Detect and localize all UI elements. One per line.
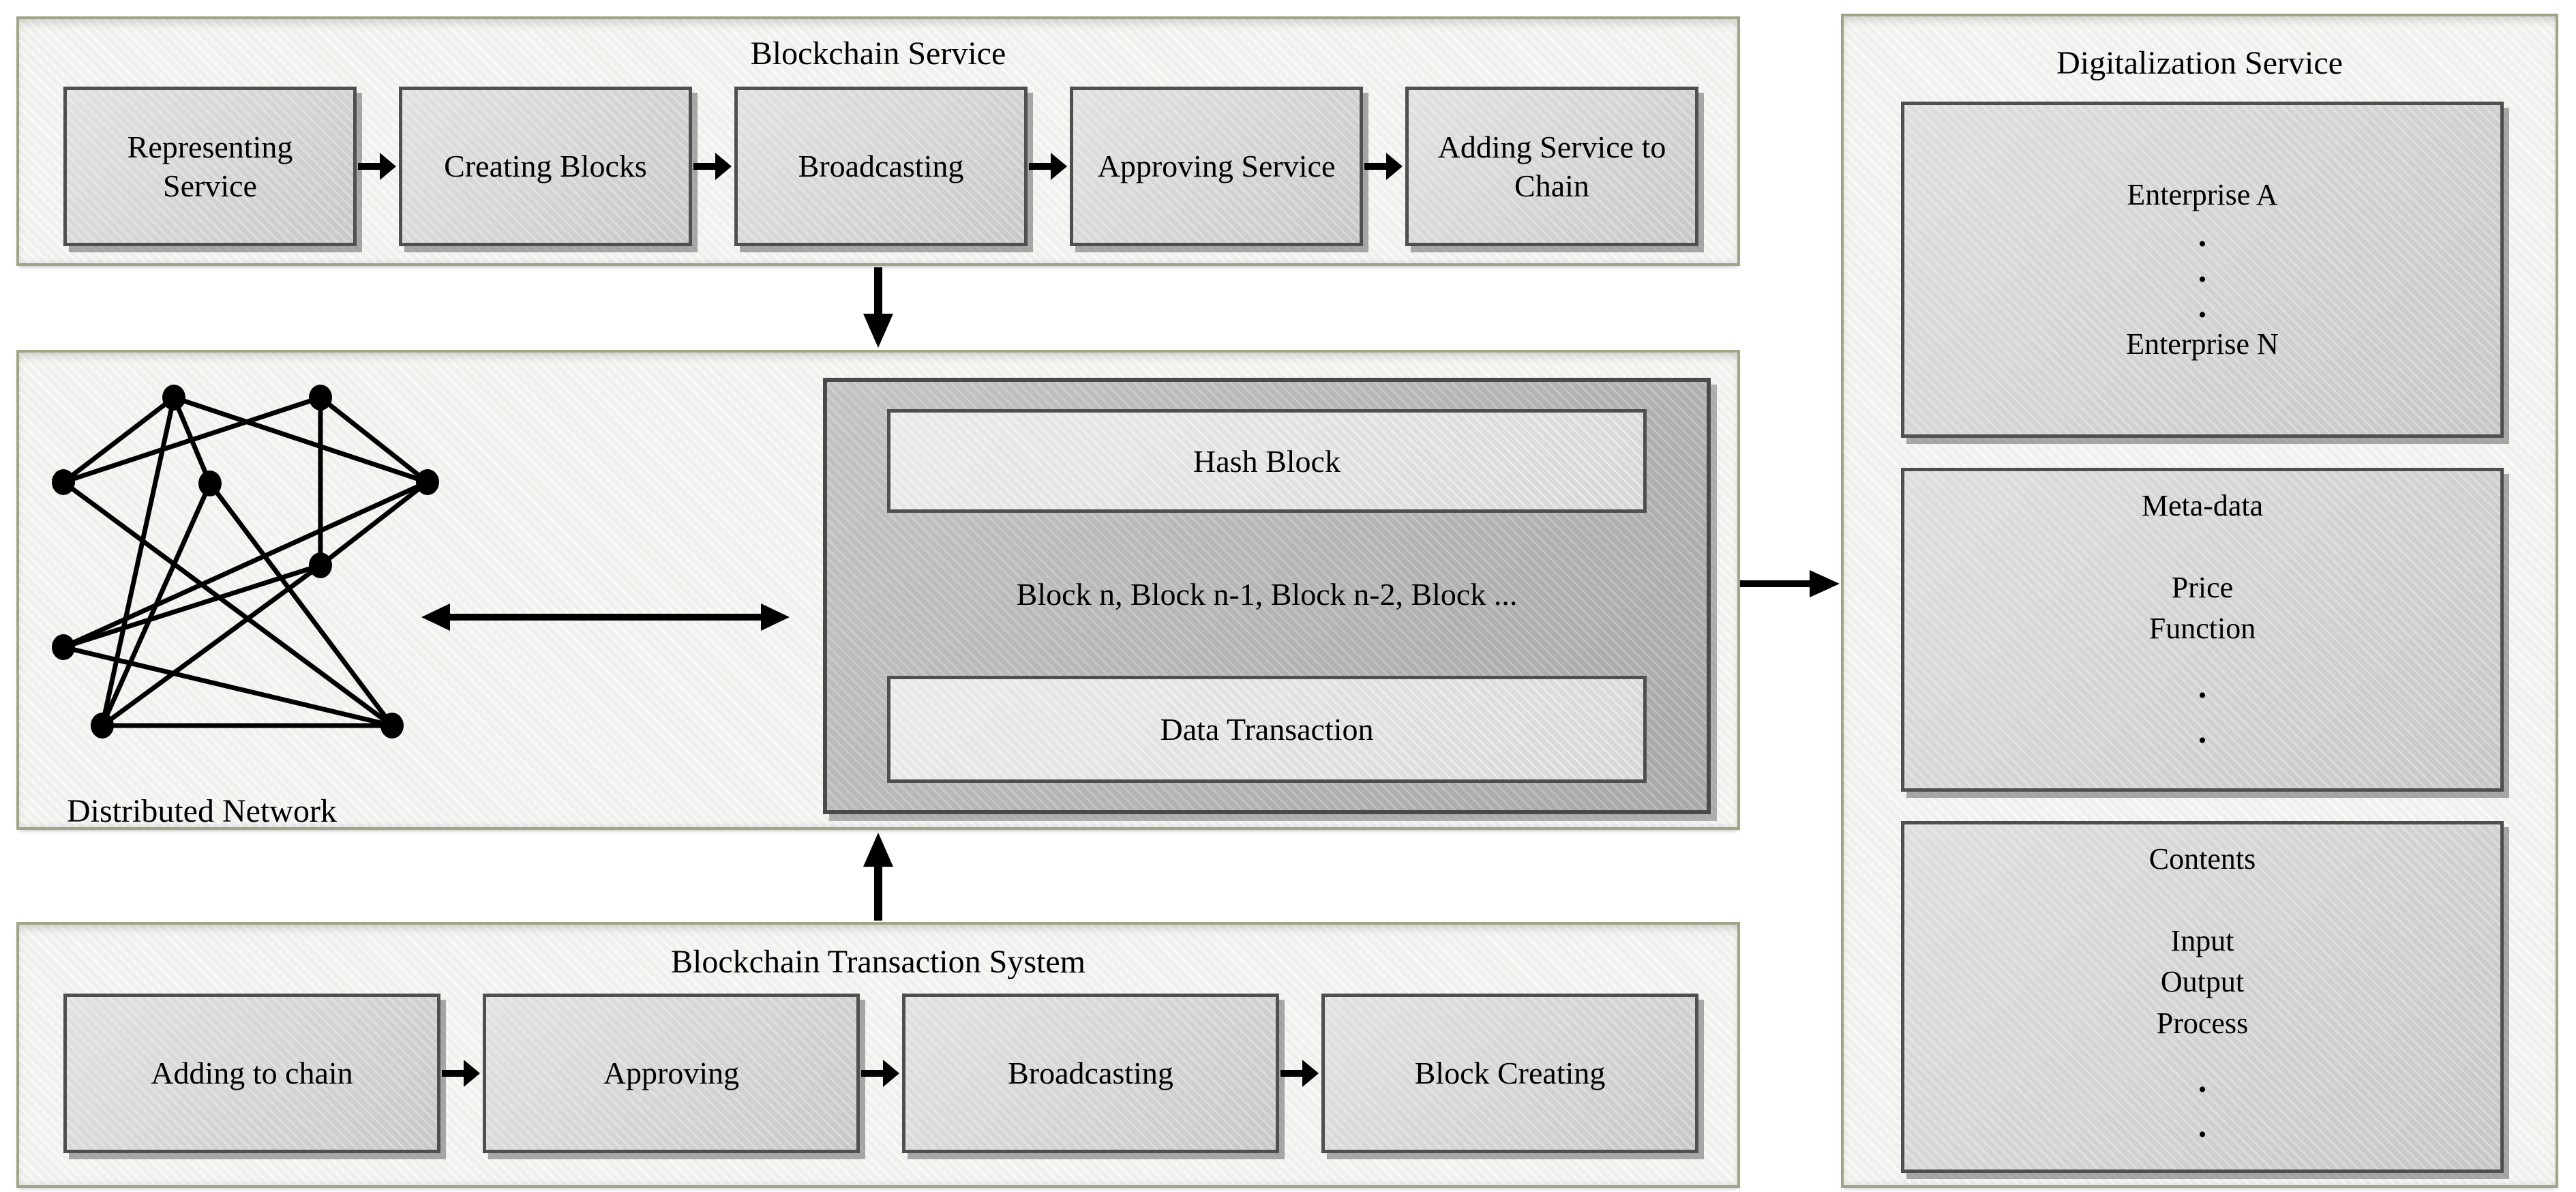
block-store-container: Hash Block Block n, Block n-1, Block n-2… (823, 378, 1711, 814)
step-approving: Approving (483, 994, 860, 1153)
step-approving-service: Approving Service (1070, 87, 1363, 246)
enterprise-box: Enterprise A . . . Enterprise N (1901, 102, 2504, 438)
ellipsis-dot: . (2198, 711, 2207, 750)
enterprise-n-label: Enterprise N (2126, 327, 2279, 361)
distributed-network-panel: Distributed Network Hash Block Block n, … (16, 350, 1740, 830)
transaction-system-title: Blockchain Transaction System (671, 944, 1085, 980)
right-arrow-icon (1280, 1060, 1319, 1087)
step-adding-to-chain: Adding to chain (63, 994, 440, 1153)
double-arrow-icon (421, 604, 790, 631)
step-block-creating: Block Creating (1321, 994, 1698, 1153)
blockchain-service-panel: Blockchain Service Representing Service … (16, 16, 1740, 266)
ellipsis-dot: . (2198, 666, 2207, 705)
output-label: Output (2160, 965, 2245, 999)
price-label: Price (2171, 571, 2234, 605)
distributed-network-graph (52, 385, 439, 739)
ellipsis-dot: . (2198, 215, 2207, 254)
ellipsis-dot: . (2198, 250, 2207, 289)
contents-box: Contents Input Output Process . . (1901, 821, 2504, 1173)
right-arrow-icon (861, 1060, 899, 1087)
step-adding-service-to-chain: Adding Service to Chain (1405, 87, 1698, 246)
blockchain-service-title: Blockchain Service (750, 35, 1006, 72)
up-arrow-icon (863, 833, 893, 921)
process-label: Process (2156, 1006, 2249, 1040)
step-creating-blocks: Creating Blocks (399, 87, 692, 246)
contents-title: Contents (2148, 842, 2256, 876)
data-transaction-box: Data Transaction (887, 676, 1647, 783)
right-arrow-icon (1029, 153, 1067, 180)
input-label: Input (2170, 924, 2234, 958)
distributed-network-label: Distributed Network (67, 793, 337, 829)
hash-block-box: Hash Block (887, 409, 1647, 513)
digitalization-service-title: Digitalization Service (2056, 45, 2343, 81)
right-arrow-icon (1364, 153, 1403, 180)
metadata-box: Meta-data Price Function . . (1901, 468, 2504, 792)
function-label: Function (2148, 612, 2256, 646)
step-broadcasting-2: Broadcasting (902, 994, 1279, 1153)
block-chain-text: Block n, Block n-1, Block n-2, Block ... (1016, 577, 1518, 612)
step-broadcasting: Broadcasting (734, 87, 1028, 246)
ellipsis-dot: . (2198, 286, 2207, 325)
down-arrow-icon (863, 267, 893, 348)
right-arrow-icon (1740, 570, 1840, 597)
right-arrow-icon (693, 153, 732, 180)
ellipsis-dot: . (2198, 1105, 2207, 1144)
right-arrow-icon (358, 153, 396, 180)
blockchain-service-flow: Representing Service Creating Blocks Bro… (63, 87, 1698, 246)
right-arrow-icon (442, 1060, 480, 1087)
transaction-system-flow: Adding to chain Approving Broadcasting B… (63, 994, 1698, 1153)
enterprise-a-label: Enterprise A (2127, 178, 2278, 212)
step-representing-service: Representing Service (63, 87, 357, 246)
ellipsis-dot: . (2198, 1060, 2207, 1099)
metadata-title: Meta-data (2141, 489, 2264, 522)
digitalization-service-panel: Digitalization Service Enterprise A . . … (1841, 14, 2558, 1188)
transaction-system-panel: Blockchain Transaction System Adding to … (16, 922, 1740, 1188)
